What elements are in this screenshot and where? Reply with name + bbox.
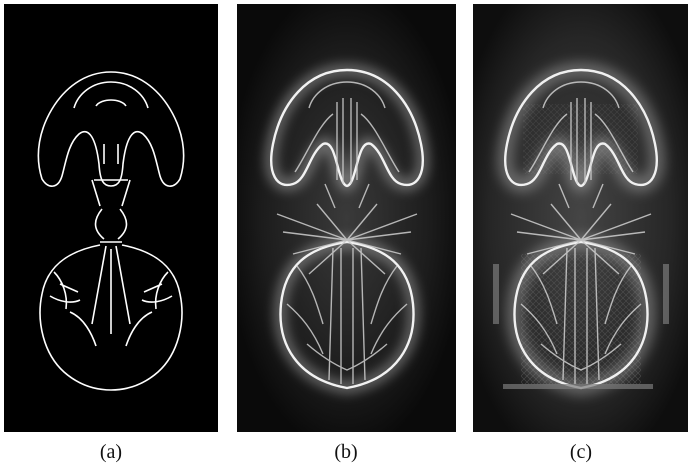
panel-c-diffused-field-textured — [473, 4, 688, 432]
caption-b: (b) — [334, 441, 358, 463]
panel-b-diffused-field — [237, 4, 456, 432]
caption-a: (a) — [99, 441, 123, 463]
caption-c: (c) — [569, 441, 593, 463]
diffused-field-svg — [237, 4, 456, 432]
edge-map-svg — [37, 71, 185, 391]
panel-a-edge-map — [4, 4, 218, 432]
textured-field-svg — [473, 4, 688, 432]
